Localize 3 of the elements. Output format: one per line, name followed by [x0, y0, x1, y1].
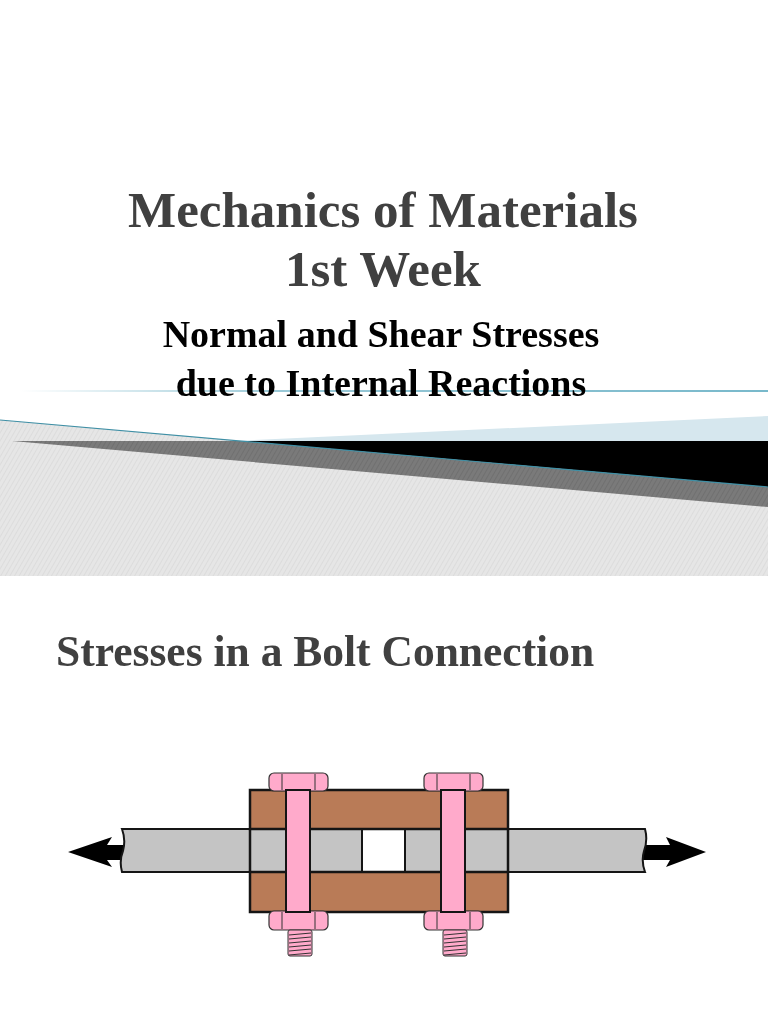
title: Mechanics of Materials 1st Week [127, 181, 639, 299]
subtitle: Normal and Shear Stresses due to Internal Reactions [161, 312, 601, 406]
section-heading: Stresses in a Bolt Connection [56, 626, 595, 677]
